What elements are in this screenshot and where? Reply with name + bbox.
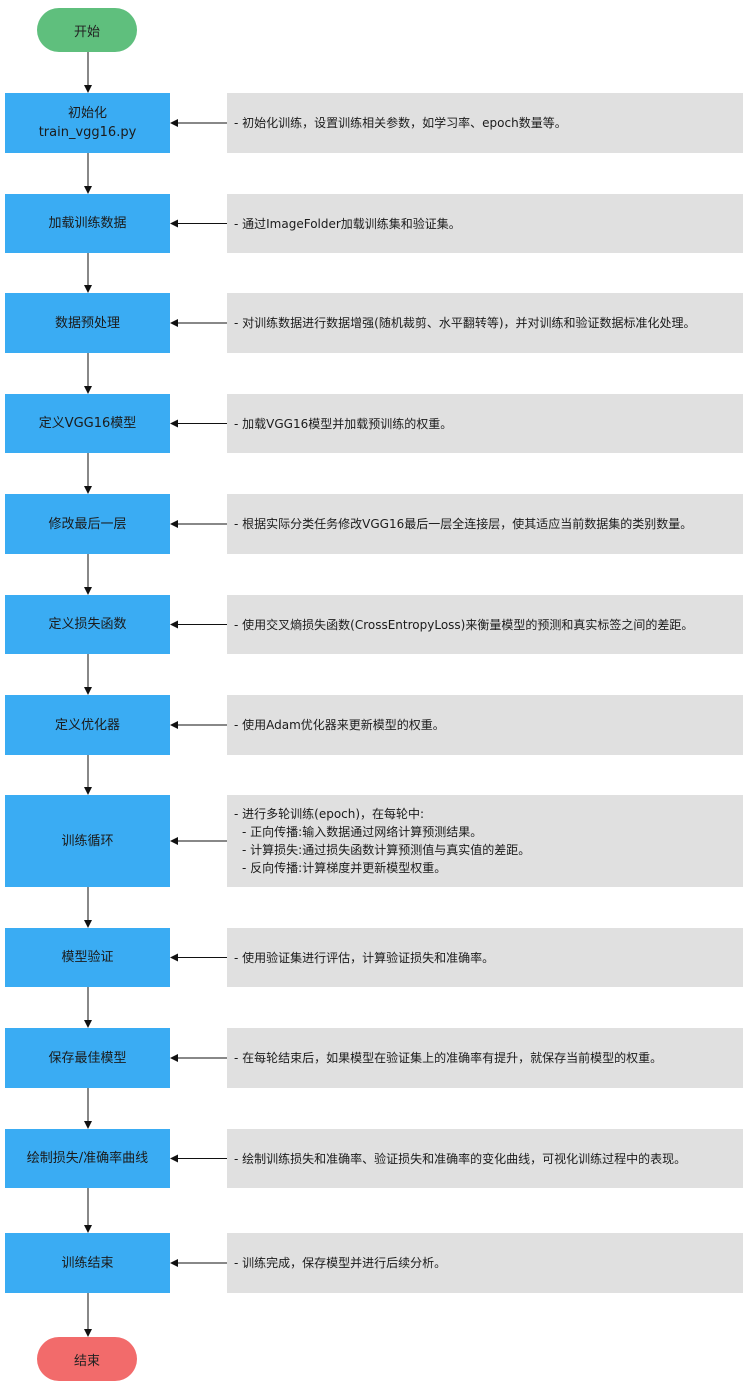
note-line: - 通过ImageFolder加载训练集和验证集。: [234, 216, 461, 231]
process-step: 初始化 train_vgg16.py: [5, 93, 170, 153]
step-label: 训练循环: [61, 833, 114, 849]
step-label: 加载训练数据: [48, 216, 127, 231]
step-label: train_vgg16.py: [38, 125, 137, 140]
step-note: - 在每轮结束后，如果模型在验证集上的准确率有提升，就保存当前模型的权重。: [227, 1028, 743, 1088]
step-note: - 进行多轮训练(epoch)，在每轮中: - 正向传播:输入数据通过网络计算预测…: [227, 795, 743, 887]
process-step: 加载训练数据: [5, 194, 170, 253]
step-note: - 通过ImageFolder加载训练集和验证集。: [227, 194, 743, 253]
process-step: 保存最佳模型: [5, 1028, 170, 1088]
note-line: - 根据实际分类任务修改VGG16最后一层全连接层，使其适应当前数据集的类别数量…: [234, 517, 693, 531]
note-line: - 在每轮结束后，如果模型在验证集上的准确率有提升，就保存当前模型的权重。: [234, 1051, 663, 1065]
end-label: 结束: [73, 1353, 100, 1369]
step-label: 数据预处理: [54, 315, 120, 331]
step-label: 保存最佳模型: [48, 1050, 127, 1066]
note-line: - 进行多轮训练(epoch)，在每轮中:: [234, 807, 425, 821]
step-label: 绘制损失/准确率曲线: [26, 1151, 149, 1166]
process-step: 定义VGG16模型: [5, 394, 170, 453]
process-step: 修改最后一层: [5, 494, 170, 554]
step-label: 训练结束: [61, 1255, 114, 1271]
step-note: - 使用交叉熵损失函数(CrossEntropyLoss)来衡量模型的预测和真实…: [227, 595, 743, 654]
process-step: 数据预处理: [5, 293, 170, 353]
step-note: - 训练完成，保存模型并进行后续分析。: [227, 1233, 743, 1293]
note-line: - 使用交叉熵损失函数(CrossEntropyLoss)来衡量模型的预测和真实…: [234, 617, 694, 632]
step-label: 初始化: [67, 106, 107, 121]
note-line: - 正向传播:输入数据通过网络计算预测结果。: [242, 825, 483, 839]
note-line: - 计算损失:通过损失函数计算预测值与真实值的差距。: [242, 843, 531, 857]
step-note: - 根据实际分类任务修改VGG16最后一层全连接层，使其适应当前数据集的类别数量…: [227, 494, 743, 554]
step-label: 定义损失函数: [48, 617, 127, 632]
note-line: - 使用验证集进行评估，计算验证损失和准确率。: [234, 950, 495, 965]
step-note: - 初始化训练，设置训练相关参数，如学习率、epoch数量等。: [227, 93, 743, 153]
process-step: 定义损失函数: [5, 595, 170, 654]
end-node: 结束: [37, 1337, 137, 1381]
start-node: 开始: [37, 8, 137, 52]
step-note: - 使用Adam优化器来更新模型的权重。: [227, 695, 743, 755]
note-line: - 训练完成，保存模型并进行后续分析。: [234, 1256, 447, 1270]
start-label: 开始: [73, 24, 100, 40]
note-line: - 使用Adam优化器来更新模型的权重。: [234, 718, 445, 732]
note-line: - 反向传播:计算梯度并更新模型权重。: [242, 861, 447, 875]
step-label: 定义优化器: [54, 717, 120, 733]
process-step: 绘制损失/准确率曲线: [5, 1129, 170, 1188]
step-label: 模型验证: [61, 950, 114, 965]
note-line: - 加载VGG16模型并加载预训练的权重。: [234, 416, 453, 431]
process-step: 训练结束: [5, 1233, 170, 1293]
step-note: - 对训练数据进行数据增强(随机裁剪、水平翻转等)，并对训练和验证数据标准化处理…: [227, 293, 743, 353]
process-step: 训练循环: [5, 795, 170, 887]
step-label: 定义VGG16模型: [38, 416, 137, 431]
step-label: 修改最后一层: [48, 516, 127, 532]
note-line: - 对训练数据进行数据增强(随机裁剪、水平翻转等)，并对训练和验证数据标准化处理…: [234, 316, 696, 330]
note-line: - 绘制训练损失和准确率、验证损失和准确率的变化曲线，可视化训练过程中的表现。: [234, 1151, 687, 1166]
step-note: - 加载VGG16模型并加载预训练的权重。: [227, 394, 743, 453]
note-line: - 初始化训练，设置训练相关参数，如学习率、epoch数量等。: [234, 116, 567, 130]
step-note: - 使用验证集进行评估，计算验证损失和准确率。: [227, 928, 743, 987]
process-step: 定义优化器: [5, 695, 170, 755]
step-note: - 绘制训练损失和准确率、验证损失和准确率的变化曲线，可视化训练过程中的表现。: [227, 1129, 743, 1188]
process-step: 模型验证: [5, 928, 170, 987]
